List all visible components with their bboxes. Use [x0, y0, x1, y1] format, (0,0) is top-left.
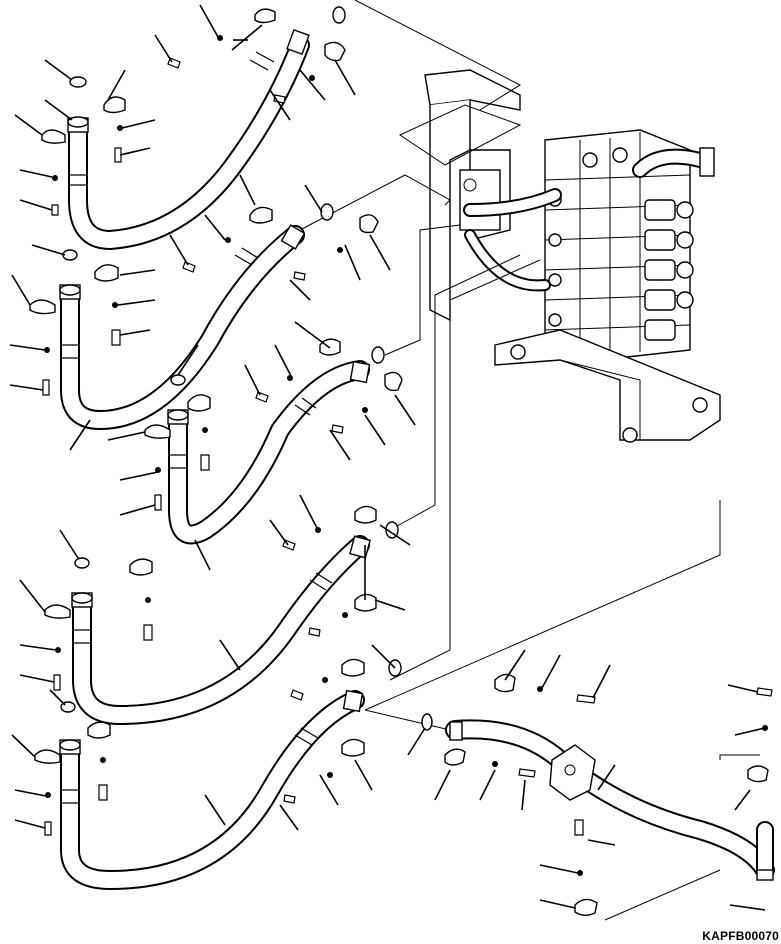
hose-5 [34, 658, 402, 890]
hose-3-leaders [107, 321, 416, 571]
hose-2-leaders [9, 174, 391, 451]
hose-1 [41, 6, 346, 250]
lower-right-hose-assembly [421, 673, 775, 916]
hose-2 [29, 203, 379, 430]
hose-4 [44, 505, 399, 725]
drawing-code: KAPFB00070 [702, 929, 779, 943]
hose-1-leaders [14, 4, 356, 211]
control-valve-assembly [424, 69, 721, 443]
lower-right-leaders [407, 649, 766, 911]
assembly-reference-lines [299, 0, 760, 921]
hose-5-leaders [11, 644, 396, 831]
hose-4-leaders [19, 494, 411, 683]
